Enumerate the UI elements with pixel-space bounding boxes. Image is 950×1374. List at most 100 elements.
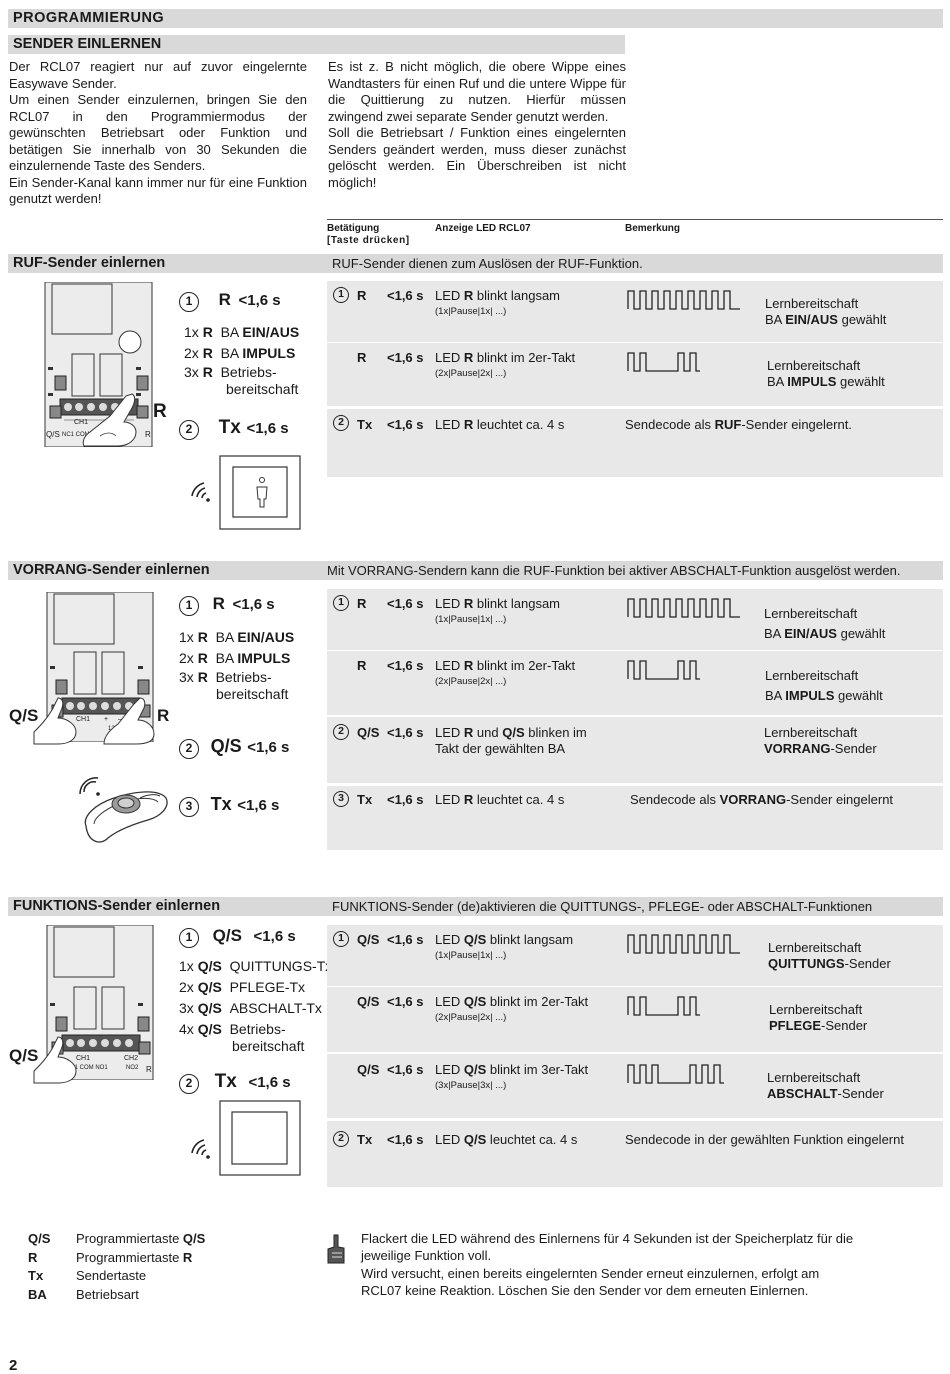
key-fob-remote-icon xyxy=(78,776,170,848)
step-key: Tx xyxy=(218,417,241,438)
row-key: Q/S xyxy=(357,994,380,1009)
board-ch1-label: CH1 xyxy=(74,419,89,426)
blink-pattern-graphic xyxy=(627,598,740,618)
header-remark: Bemerkung xyxy=(625,223,681,234)
row-time: <1,6 s xyxy=(387,1132,424,1147)
page-number: 2 xyxy=(9,1357,18,1374)
row-time: <1,6 s xyxy=(387,350,424,365)
table-row: 1 R <1,6 s LED R blinkt langsam (1x|Paus… xyxy=(327,589,943,649)
row-led: LED Q/S blinkt im 3er-Takt xyxy=(435,1062,589,1077)
row-key: Tx xyxy=(357,417,373,432)
row-remark: Sendecode als RUF-Sender eingelernt. xyxy=(625,417,852,432)
board-minus-label: – xyxy=(118,716,122,723)
step-key: Tx xyxy=(214,1071,237,1092)
row-key: R xyxy=(357,658,367,673)
blink-pattern-graphic xyxy=(627,934,740,954)
intro-paragraph: Ein Sender-Kanal kann immer nur für eine… xyxy=(9,174,307,207)
row-number: 2 xyxy=(333,1131,349,1147)
intro-paragraph: Um einen Sender einzulernen, bringen Sie… xyxy=(9,92,307,173)
step-key: Tx xyxy=(210,794,232,814)
ruf-board-r-label: R xyxy=(153,401,167,422)
intro-paragraph: Der RCL07 reagiert nur auf zuvor eingele… xyxy=(9,59,307,91)
step-number: 1 xyxy=(179,596,199,616)
table-row: 1 Q/S <1,6 s LED Q/S blinkt langsam (1x|… xyxy=(327,925,943,985)
board-terminals-label: NC1 COM NO1 xyxy=(62,432,104,438)
step-number: 3 xyxy=(179,797,199,817)
funktion-description: FUNKTIONS-Sender (de)aktivieren die QUIT… xyxy=(332,899,873,914)
header-actuation: Betätigung xyxy=(327,223,380,234)
step-key: R xyxy=(212,594,225,613)
row-number: 1 xyxy=(333,595,349,611)
ruf-section-title: RUF-Sender einlernen xyxy=(8,254,943,273)
table-row: 3 Tx <1,6 s LED R leuchtet ca. 4 s Sende… xyxy=(327,786,943,826)
board-no2-label: NO2 xyxy=(126,1065,139,1071)
radio-signal-icon xyxy=(190,1135,214,1161)
board-qs-label: Q/S xyxy=(46,430,60,439)
vorrang-section-title: VORRANG-Sender einlernen xyxy=(8,561,943,580)
option-item: 2x R BA IMPULS xyxy=(184,345,296,361)
row-time: <1,6 s xyxy=(387,596,424,611)
ruf-description: RUF-Sender dienen zum Auslösen der RUF-F… xyxy=(332,256,643,271)
row-pattern: (3x|Pause|3x| ...) xyxy=(435,1080,507,1091)
step-key: R xyxy=(218,290,231,309)
row-number: 3 xyxy=(333,791,349,807)
row-remark: Sendecode als VORRANG-Sender eingelernt xyxy=(630,792,894,807)
page-title: PROGRAMMIERUNG xyxy=(8,9,943,28)
intro-paragraph: Es ist z. B nicht möglich, die obere Wip… xyxy=(328,59,626,124)
table-row: Q/S <1,6 s LED Q/S blinkt im 3er-Takt (3… xyxy=(327,1055,943,1115)
row-pattern: (2x|Pause|2x| ...) xyxy=(435,368,507,379)
funktion-options: 1x Q/S QUITTUNGS-Tx 2x Q/S PFLEGE-Tx 3x … xyxy=(179,956,332,1055)
row-number: 1 xyxy=(333,931,349,947)
board-terminals-label: NC1 COM NO1 xyxy=(66,1065,108,1071)
header-led: Anzeige LED RCL07 xyxy=(435,223,531,234)
row-time: <1,6 s xyxy=(387,1062,424,1077)
row-time: <1,6 s xyxy=(387,417,424,432)
note-paragraph: Flackert die LED während des Einlernens … xyxy=(361,1231,854,1263)
step-number: 2 xyxy=(179,1074,199,1094)
pointing-hand-icon xyxy=(33,1036,77,1084)
row-key: Tx xyxy=(357,792,373,807)
blink-waveform xyxy=(627,598,740,618)
vorrang-description: Mit VORRANG-Sendern kann die RUF-Funktio… xyxy=(327,563,901,578)
table-row: 2 Tx <1,6 s LED Q/S leuchtet ca. 4 s Sen… xyxy=(327,1121,943,1161)
step-key: Q/S xyxy=(210,736,242,756)
row-number: 1 xyxy=(333,287,349,303)
circuit-board-illustration: CH1 Q/S NC1 COM NO1 R xyxy=(44,282,154,447)
step-number: 2 xyxy=(179,420,199,440)
board-ch1-label: CH1 xyxy=(76,1055,91,1062)
step-time: <1,6 s xyxy=(238,292,281,309)
row-pattern: (1x|Pause|1x| ...) xyxy=(435,306,507,317)
vorrang-step2: 2 Q/S <1,6 s xyxy=(179,736,289,759)
row-key: R xyxy=(357,596,367,611)
notes-text: Flackert die LED während des Einlernens … xyxy=(361,1231,861,1299)
row-pattern: (2x|Pause|2x| ...) xyxy=(435,676,507,687)
board-plus-label: + xyxy=(104,716,109,723)
vorrang-table-group1 xyxy=(327,589,943,783)
vorrang-options: 1x R BA EIN/AUS 2x R BA IMPULS 3x R Betr… xyxy=(179,627,294,703)
row-led: LED Q/S blinkt im 2er-Takt xyxy=(435,994,589,1009)
ruf-title: RUF-Sender einlernen xyxy=(13,255,166,271)
row-key: R xyxy=(357,350,367,365)
ruf-table-group2 xyxy=(327,409,943,477)
row-led: LED R blinkt langsam xyxy=(435,596,561,611)
note-paragraph: Wird versucht, einen bereits eingelernte… xyxy=(361,1266,820,1298)
option-item: 4x Q/S Betriebs-bereitschaft xyxy=(179,1021,305,1054)
row-led: LED R blinkt langsam xyxy=(435,288,561,303)
intro-right-text: Es ist z. B nicht möglich, die obere Wip… xyxy=(328,59,626,191)
table-row: R <1,6 s LED R blinkt im 2er-Takt (2x|Pa… xyxy=(327,651,943,711)
vorrang-qs-label: Q/S xyxy=(9,706,39,725)
blink-pattern-graphic xyxy=(627,1064,724,1084)
board-r-label: R xyxy=(145,430,151,439)
divider xyxy=(327,342,943,343)
divider xyxy=(327,986,943,987)
row-pattern: (2x|Pause|2x| ...) xyxy=(435,1012,507,1023)
